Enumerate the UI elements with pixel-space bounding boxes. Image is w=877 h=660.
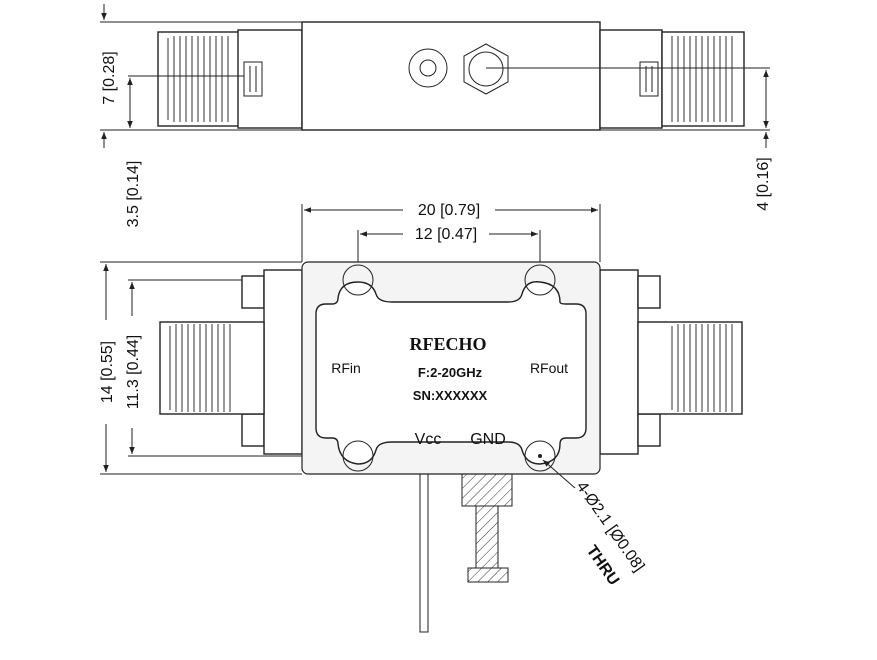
- rf-out-label: RFout: [530, 360, 568, 376]
- top-offset-dimension: 3.5 [0.14]: [125, 161, 142, 228]
- frequency-label: F:2-20GHz: [418, 365, 483, 380]
- top-view: 7 [0.28] 3.5 [0.14] 4 [0.16]: [100, 4, 772, 227]
- top-right-dimension: 4 [0.16]: [755, 157, 772, 210]
- front-right-sma-connector: [599, 269, 743, 455]
- vcc-pin: [419, 473, 429, 633]
- gnd-screw: [461, 473, 513, 583]
- front-hole-vertical-dimension: 11.3 [0.44]: [125, 335, 142, 409]
- mount-hole-top-right: [524, 264, 556, 296]
- top-housing: [301, 21, 601, 131]
- vcc-label: Vcc: [415, 431, 442, 448]
- label-plate: [315, 281, 587, 465]
- front-width-dimension: 20 [0.79]: [418, 202, 480, 219]
- top-mount-hole: [408, 48, 448, 88]
- front-hole-spacing-dimension: 12 [0.47]: [415, 226, 477, 243]
- front-view: 20 [0.79] 12 [0.47] 14 [0.55] 11.3 [0.44…: [95, 198, 743, 633]
- top-right-sma-connector: [599, 29, 745, 129]
- mount-hole-top-left: [342, 264, 374, 296]
- top-feedthrough-nut: [463, 43, 509, 95]
- brand-label: RFECHO: [409, 334, 486, 354]
- mount-hole-bottom-left: [342, 440, 374, 472]
- top-height-dimension: 7 [0.28]: [101, 51, 118, 104]
- serial-label: SN:XXXXXX: [413, 388, 488, 403]
- front-height-dimension: 14 [0.55]: [99, 341, 116, 403]
- gnd-label: GND: [470, 431, 506, 448]
- top-left-sma-connector: [157, 29, 303, 129]
- front-left-sma-connector: [159, 269, 303, 455]
- rf-in-label: RFin: [331, 360, 361, 376]
- mount-hole-bottom-right: [524, 440, 556, 472]
